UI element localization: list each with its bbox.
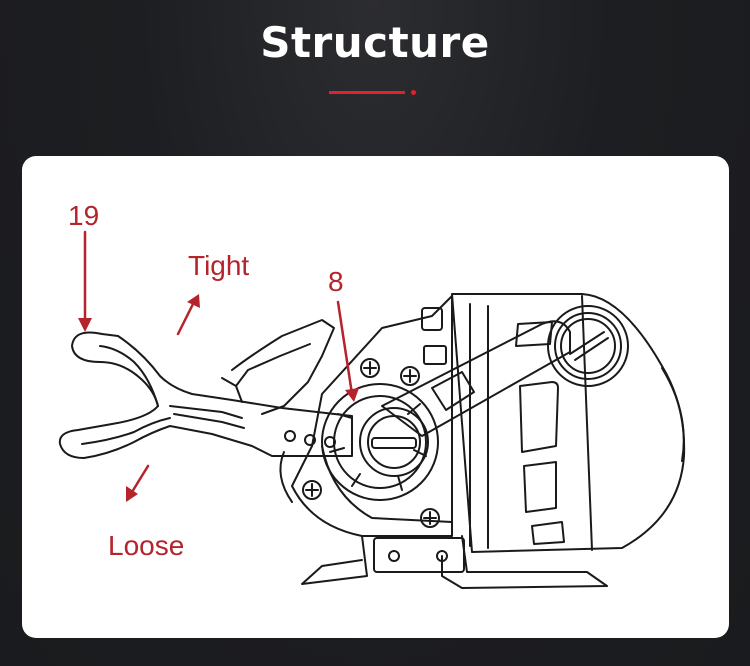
- page-title: Structure: [260, 18, 490, 67]
- reel-line-drawing: [58, 230, 686, 589]
- label-part-19: 19: [68, 200, 100, 231]
- label-part-8: 8: [328, 266, 344, 297]
- label-loose: Loose: [108, 530, 185, 561]
- title-underline-dot: [411, 90, 416, 95]
- title-underline: [329, 91, 405, 94]
- diagram-card: 19 8 Tight Loose: [22, 156, 729, 638]
- label-tight: Tight: [188, 250, 250, 281]
